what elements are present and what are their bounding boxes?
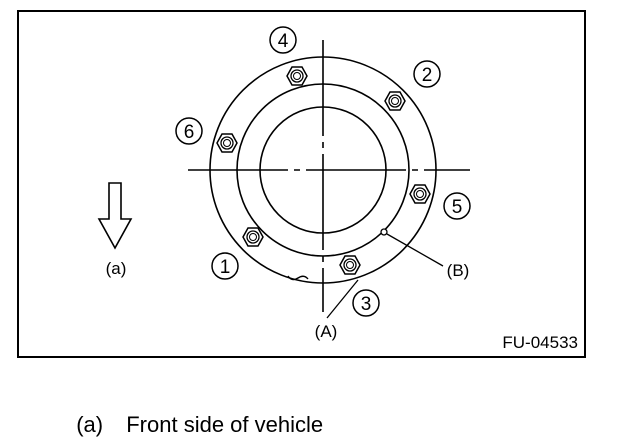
- leader-line-B: [386, 233, 444, 267]
- svg-text:1: 1: [220, 257, 231, 278]
- figure-frame: [17, 10, 586, 358]
- leader-line-A: [326, 279, 359, 319]
- svg-text:6: 6: [184, 122, 195, 143]
- svg-text:2: 2: [422, 65, 433, 86]
- diagram-figure: 1 2 3 4 5 6 (A) (B) (a) FU-04533: [17, 10, 586, 358]
- svg-text:4: 4: [278, 31, 289, 52]
- figure-code: FU-04533: [502, 333, 578, 352]
- bolt-number-6: 6: [175, 117, 203, 145]
- flange-notch: [287, 275, 309, 281]
- caption-key: (a): [76, 412, 104, 437]
- bolt-3: [339, 255, 361, 275]
- svg-text:5: 5: [452, 197, 463, 218]
- bolt-4: [286, 66, 308, 86]
- bolt-number-5: 5: [443, 192, 471, 220]
- label-a: (a): [106, 259, 127, 278]
- bolt-number-1: 1: [211, 252, 239, 280]
- bolt-number-2: 2: [413, 60, 441, 88]
- bolt-2: [384, 91, 406, 111]
- svg-text:3: 3: [361, 294, 372, 315]
- caption-text: Front side of vehicle: [126, 412, 324, 437]
- label-B: (B): [447, 261, 470, 280]
- bolt-number-3: 3: [352, 289, 380, 317]
- front-direction-arrow: [97, 182, 133, 250]
- marker-B: [380, 228, 388, 236]
- figure-caption: (a) Front side of vehicle: [64, 386, 323, 438]
- bolt-1: [242, 227, 264, 247]
- bolt-number-4: 4: [269, 26, 297, 54]
- bolt-5: [409, 184, 431, 204]
- bolt-6: [216, 133, 238, 153]
- label-A: (A): [315, 322, 338, 341]
